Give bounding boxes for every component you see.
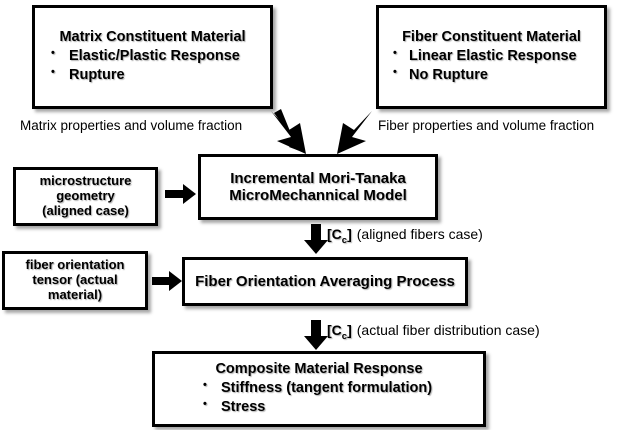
fiber-input-label: Fiber properties and volume fraction — [378, 118, 595, 133]
arrow-tensor-to-averaging-icon — [152, 271, 182, 291]
matrix-box-bullets: Elastic/Plastic Response Rupture — [35, 46, 270, 85]
list-item: Rupture — [35, 65, 270, 85]
matrix-box-title: Matrix Constituent Material — [59, 28, 246, 45]
microstructure-line-3: (aligned case) — [42, 202, 129, 218]
cc-actual-label: [Cc](actual fiber distribution case) — [327, 322, 540, 342]
arrow-matrix-to-model-icon — [271, 109, 306, 154]
fiber-orientation-averaging-box: Fiber Orientation Averaging Process — [182, 257, 468, 306]
matrix-input-label: Matrix properties and volume fraction — [20, 118, 243, 133]
tensor-line-3: material) — [47, 286, 103, 302]
microstructure-geometry-box: microstructure geometry (aligned case) — [13, 167, 158, 226]
arrow-model-to-averaging-icon — [304, 224, 328, 254]
list-item: Linear Elastic Response — [379, 46, 604, 66]
list-item: Stress — [155, 397, 483, 417]
tensor-line-2: tensor (actual — [32, 272, 118, 288]
matrix-constituent-box: Matrix Constituent Material Elastic/Plas… — [32, 5, 273, 109]
cc-symbol-actual: [Cc] — [327, 322, 352, 342]
composite-box-bullets: Stiffness (tangent formulation) Stress — [155, 378, 483, 417]
fiber-box-bullets: Linear Elastic Response No Rupture — [379, 46, 604, 85]
cc-actual-note: (actual fiber distribution case) — [356, 322, 540, 338]
arrow-fiber-to-model-icon — [337, 111, 372, 154]
model-line-2: MicroMechannical Model — [229, 187, 407, 204]
composite-box-title: Composite Material Response — [215, 360, 423, 377]
arrow-microstructure-to-model-icon — [165, 184, 196, 204]
cc-symbol-aligned: [Cc] — [327, 226, 352, 246]
fiber-orientation-tensor-box: fiber orientation tensor (actual materia… — [2, 251, 148, 310]
microstructure-line-2: geometry — [56, 188, 115, 204]
cc-aligned-label: [Cc](aligned fibers case) — [327, 226, 483, 246]
model-line-1: Incremental Mori-Tanaka — [230, 169, 406, 187]
list-item: Stiffness (tangent formulation) — [155, 378, 483, 398]
list-item: Elastic/Plastic Response — [35, 46, 270, 66]
composite-material-response-box: Composite Material Response Stiffness (t… — [152, 351, 486, 427]
averaging-line-1: Fiber Orientation Averaging Process — [195, 272, 455, 290]
arrow-averaging-to-composite-icon — [304, 320, 328, 350]
mori-tanaka-model-box: Incremental Mori-Tanaka MicroMechannical… — [198, 154, 438, 220]
microstructure-line-1: microstructure — [39, 173, 132, 189]
fiber-constituent-box: Fiber Constituent Material Linear Elasti… — [376, 5, 607, 109]
tensor-line-1: fiber orientation — [25, 257, 125, 273]
list-item: No Rupture — [379, 65, 604, 85]
fiber-box-title: Fiber Constituent Material — [402, 28, 581, 45]
cc-aligned-note: (aligned fibers case) — [356, 226, 483, 242]
